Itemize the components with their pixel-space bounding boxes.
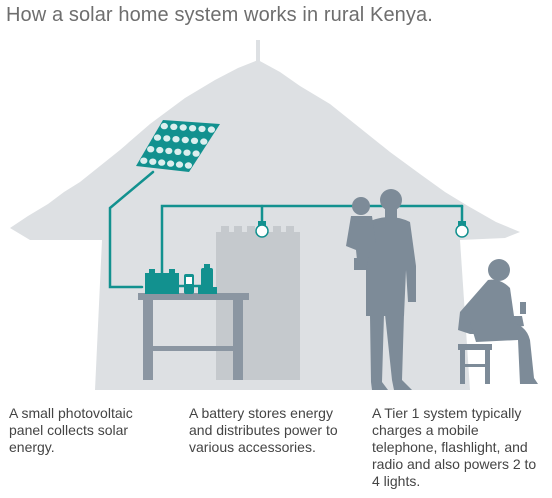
solar-cell bbox=[170, 123, 178, 130]
seated-person bbox=[458, 259, 538, 384]
solar-cell bbox=[165, 147, 173, 155]
solar-cell bbox=[153, 134, 162, 141]
page-title: How a solar home system works in rural K… bbox=[6, 4, 433, 26]
solar-cell bbox=[179, 124, 187, 131]
caption-battery: A battery stores energy and distributes … bbox=[189, 405, 338, 455]
solar-system-illustration bbox=[10, 40, 538, 390]
radio bbox=[198, 264, 217, 294]
solar-cell bbox=[207, 126, 215, 133]
mobile-phone bbox=[184, 274, 194, 294]
table bbox=[138, 293, 249, 380]
solar-cell bbox=[158, 159, 166, 166]
solar-cell bbox=[190, 137, 199, 144]
stool bbox=[458, 344, 492, 384]
light-bulb-1 bbox=[255, 221, 269, 238]
caption-solar-panel: A small photovoltaic panel collects sola… bbox=[9, 405, 133, 455]
solar-cell bbox=[200, 138, 208, 145]
solar-cell bbox=[183, 149, 191, 156]
solar-cell bbox=[172, 136, 180, 143]
solar-cell bbox=[192, 150, 200, 157]
solar-cell bbox=[140, 157, 148, 164]
solar-cell bbox=[175, 161, 184, 168]
solar-cell bbox=[174, 148, 182, 155]
solar-cell bbox=[181, 136, 189, 144]
solar-cell bbox=[184, 162, 192, 169]
solar-cell bbox=[163, 135, 171, 142]
doorway bbox=[216, 226, 300, 380]
solar-cell bbox=[167, 160, 175, 167]
solar-panel bbox=[136, 120, 220, 172]
solar-cell bbox=[160, 122, 168, 130]
caption-tier-1-system: A Tier 1 system typically charges a mobi… bbox=[372, 405, 537, 489]
solar-cell bbox=[189, 125, 197, 132]
solar-cell bbox=[149, 158, 157, 165]
solar-cell bbox=[156, 146, 164, 154]
standing-person-with-child bbox=[346, 189, 416, 390]
battery bbox=[145, 269, 179, 294]
solar-cell bbox=[147, 146, 155, 153]
solar-cell bbox=[198, 125, 206, 133]
light-bulb-2 bbox=[455, 221, 469, 238]
